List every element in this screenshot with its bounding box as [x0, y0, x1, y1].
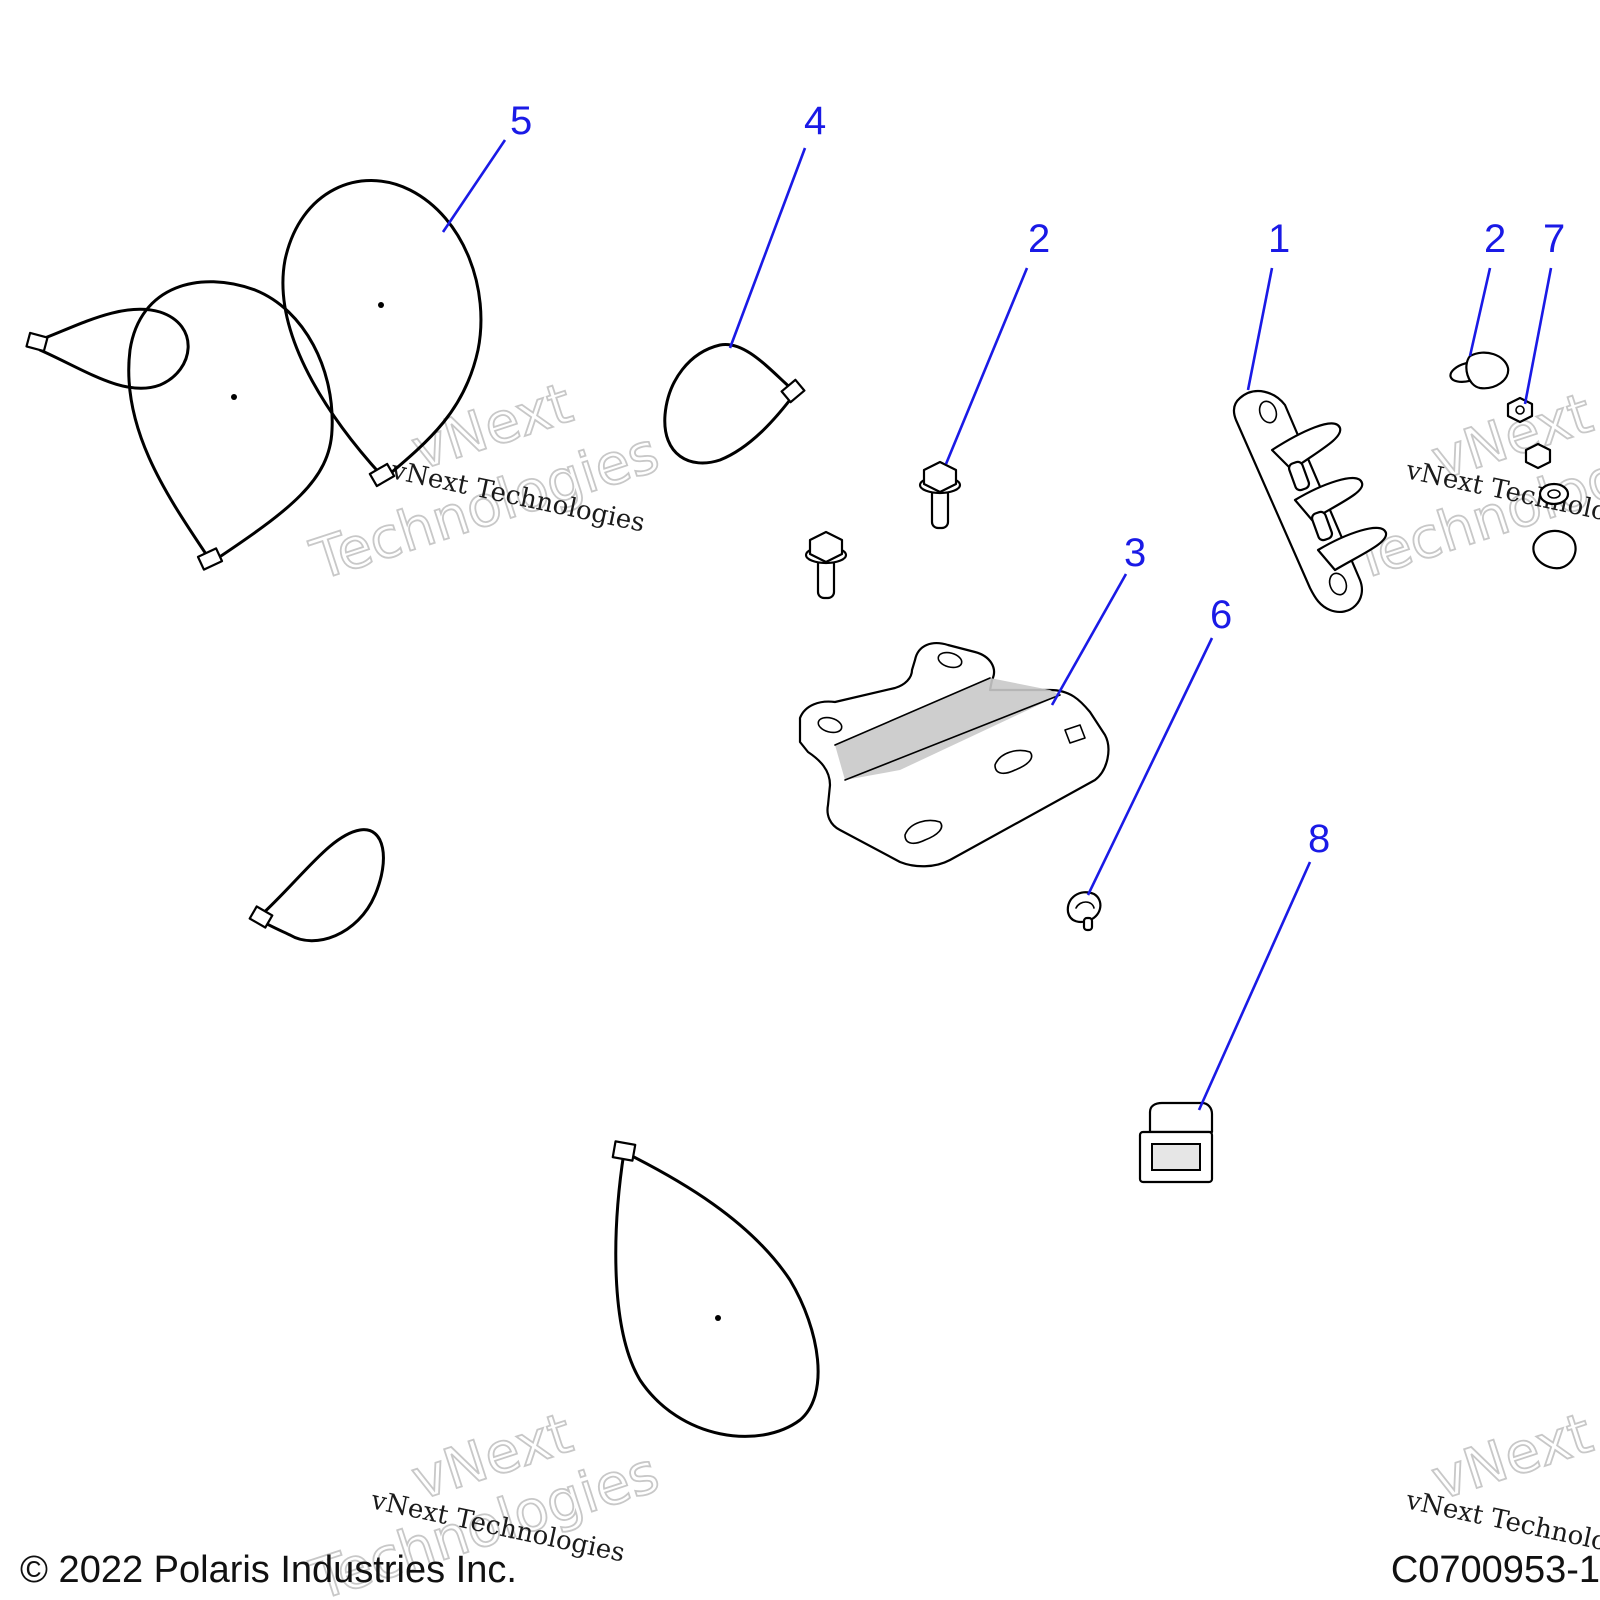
bolt-2a	[918, 460, 962, 530]
watermark-top-left: vNext Technologies vNext Technologies	[302, 370, 667, 594]
callout-3: 3	[1124, 531, 1146, 575]
nut-7b	[1524, 442, 1552, 470]
callout-4: 4	[804, 99, 826, 143]
watermark-bottom-right: vNext vNext Technologies	[1403, 1400, 1600, 1569]
nut-7	[1506, 396, 1534, 424]
cable-tie-group	[25, 179, 483, 571]
callout-labels: 5 4 2 1 2 7 3 6 8	[510, 99, 1565, 861]
leader-lines	[441, 139, 1553, 1111]
clip-strip	[1232, 389, 1388, 613]
nut-7c	[1538, 482, 1570, 506]
bolt-2c	[1449, 351, 1510, 390]
figure-id: C0700953-1	[1390, 1549, 1600, 1591]
callout-8: 8	[1308, 817, 1330, 861]
clip-8	[1138, 1101, 1214, 1184]
callout-1: 1	[1268, 217, 1290, 261]
callout-6: 6	[1210, 593, 1232, 637]
bolt-2d	[1532, 529, 1577, 570]
callout-7: 7	[1543, 217, 1565, 261]
bracket-3	[798, 642, 1110, 868]
callout-2a: 2	[1028, 217, 1050, 261]
cable-tie-4	[663, 343, 806, 465]
callout-2b: 2	[1484, 217, 1506, 261]
bolt-2b	[804, 530, 848, 600]
copyright-notice: © 2022 Polaris Industries Inc.	[20, 1549, 517, 1591]
cable-tie-large-bottom	[611, 1140, 820, 1438]
callout-5: 5	[510, 99, 532, 143]
cable-tie-loose-small	[248, 828, 385, 943]
screw-6	[1066, 891, 1102, 932]
